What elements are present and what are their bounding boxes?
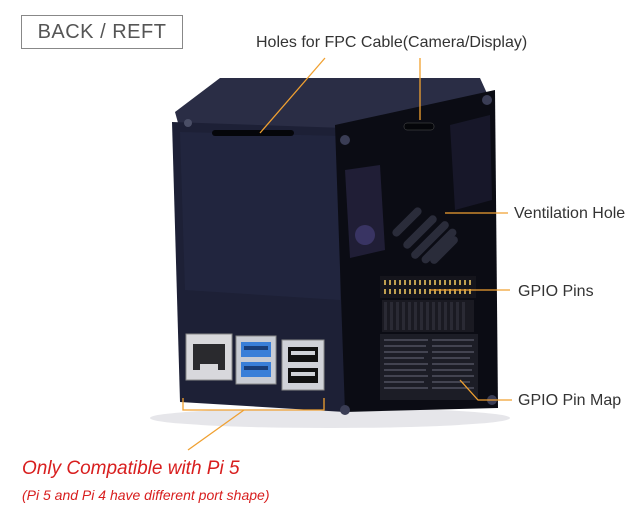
gpio-pin-map — [380, 334, 478, 400]
screw — [482, 95, 492, 105]
ventilation-grille — [392, 207, 458, 264]
acrylic-reflection-right — [450, 115, 492, 210]
callout-gpio-pin-map: GPIO Pin Map — [518, 392, 622, 409]
ethernet-port — [185, 333, 233, 381]
callout-ventilation: Ventilation Hole — [514, 205, 626, 222]
case-side-highlight — [180, 132, 340, 300]
led-glow — [355, 225, 375, 245]
screw — [340, 405, 350, 415]
callout-lines — [182, 57, 512, 451]
case-top-face — [175, 78, 490, 130]
compatibility-detail: (Pi 5 and Pi 4 have different port shape… — [22, 487, 270, 503]
usb3-ports — [235, 335, 277, 385]
compatibility-note: Only Compatible with Pi 5 — [22, 458, 240, 479]
screw — [184, 119, 192, 127]
view-badge: BACK / REFT — [21, 15, 183, 49]
gpio-header — [380, 276, 476, 332]
usb2-ports — [281, 339, 325, 391]
fpc-slot-front — [403, 122, 435, 131]
callout-gpio-pins: GPIO Pins — [518, 283, 594, 300]
fpc-slot-side — [212, 130, 294, 136]
callout-fpc-holes: Holes for FPC Cable(Camera/Display) — [256, 34, 528, 51]
acrylic-reflection — [345, 165, 385, 258]
screw — [340, 135, 350, 145]
